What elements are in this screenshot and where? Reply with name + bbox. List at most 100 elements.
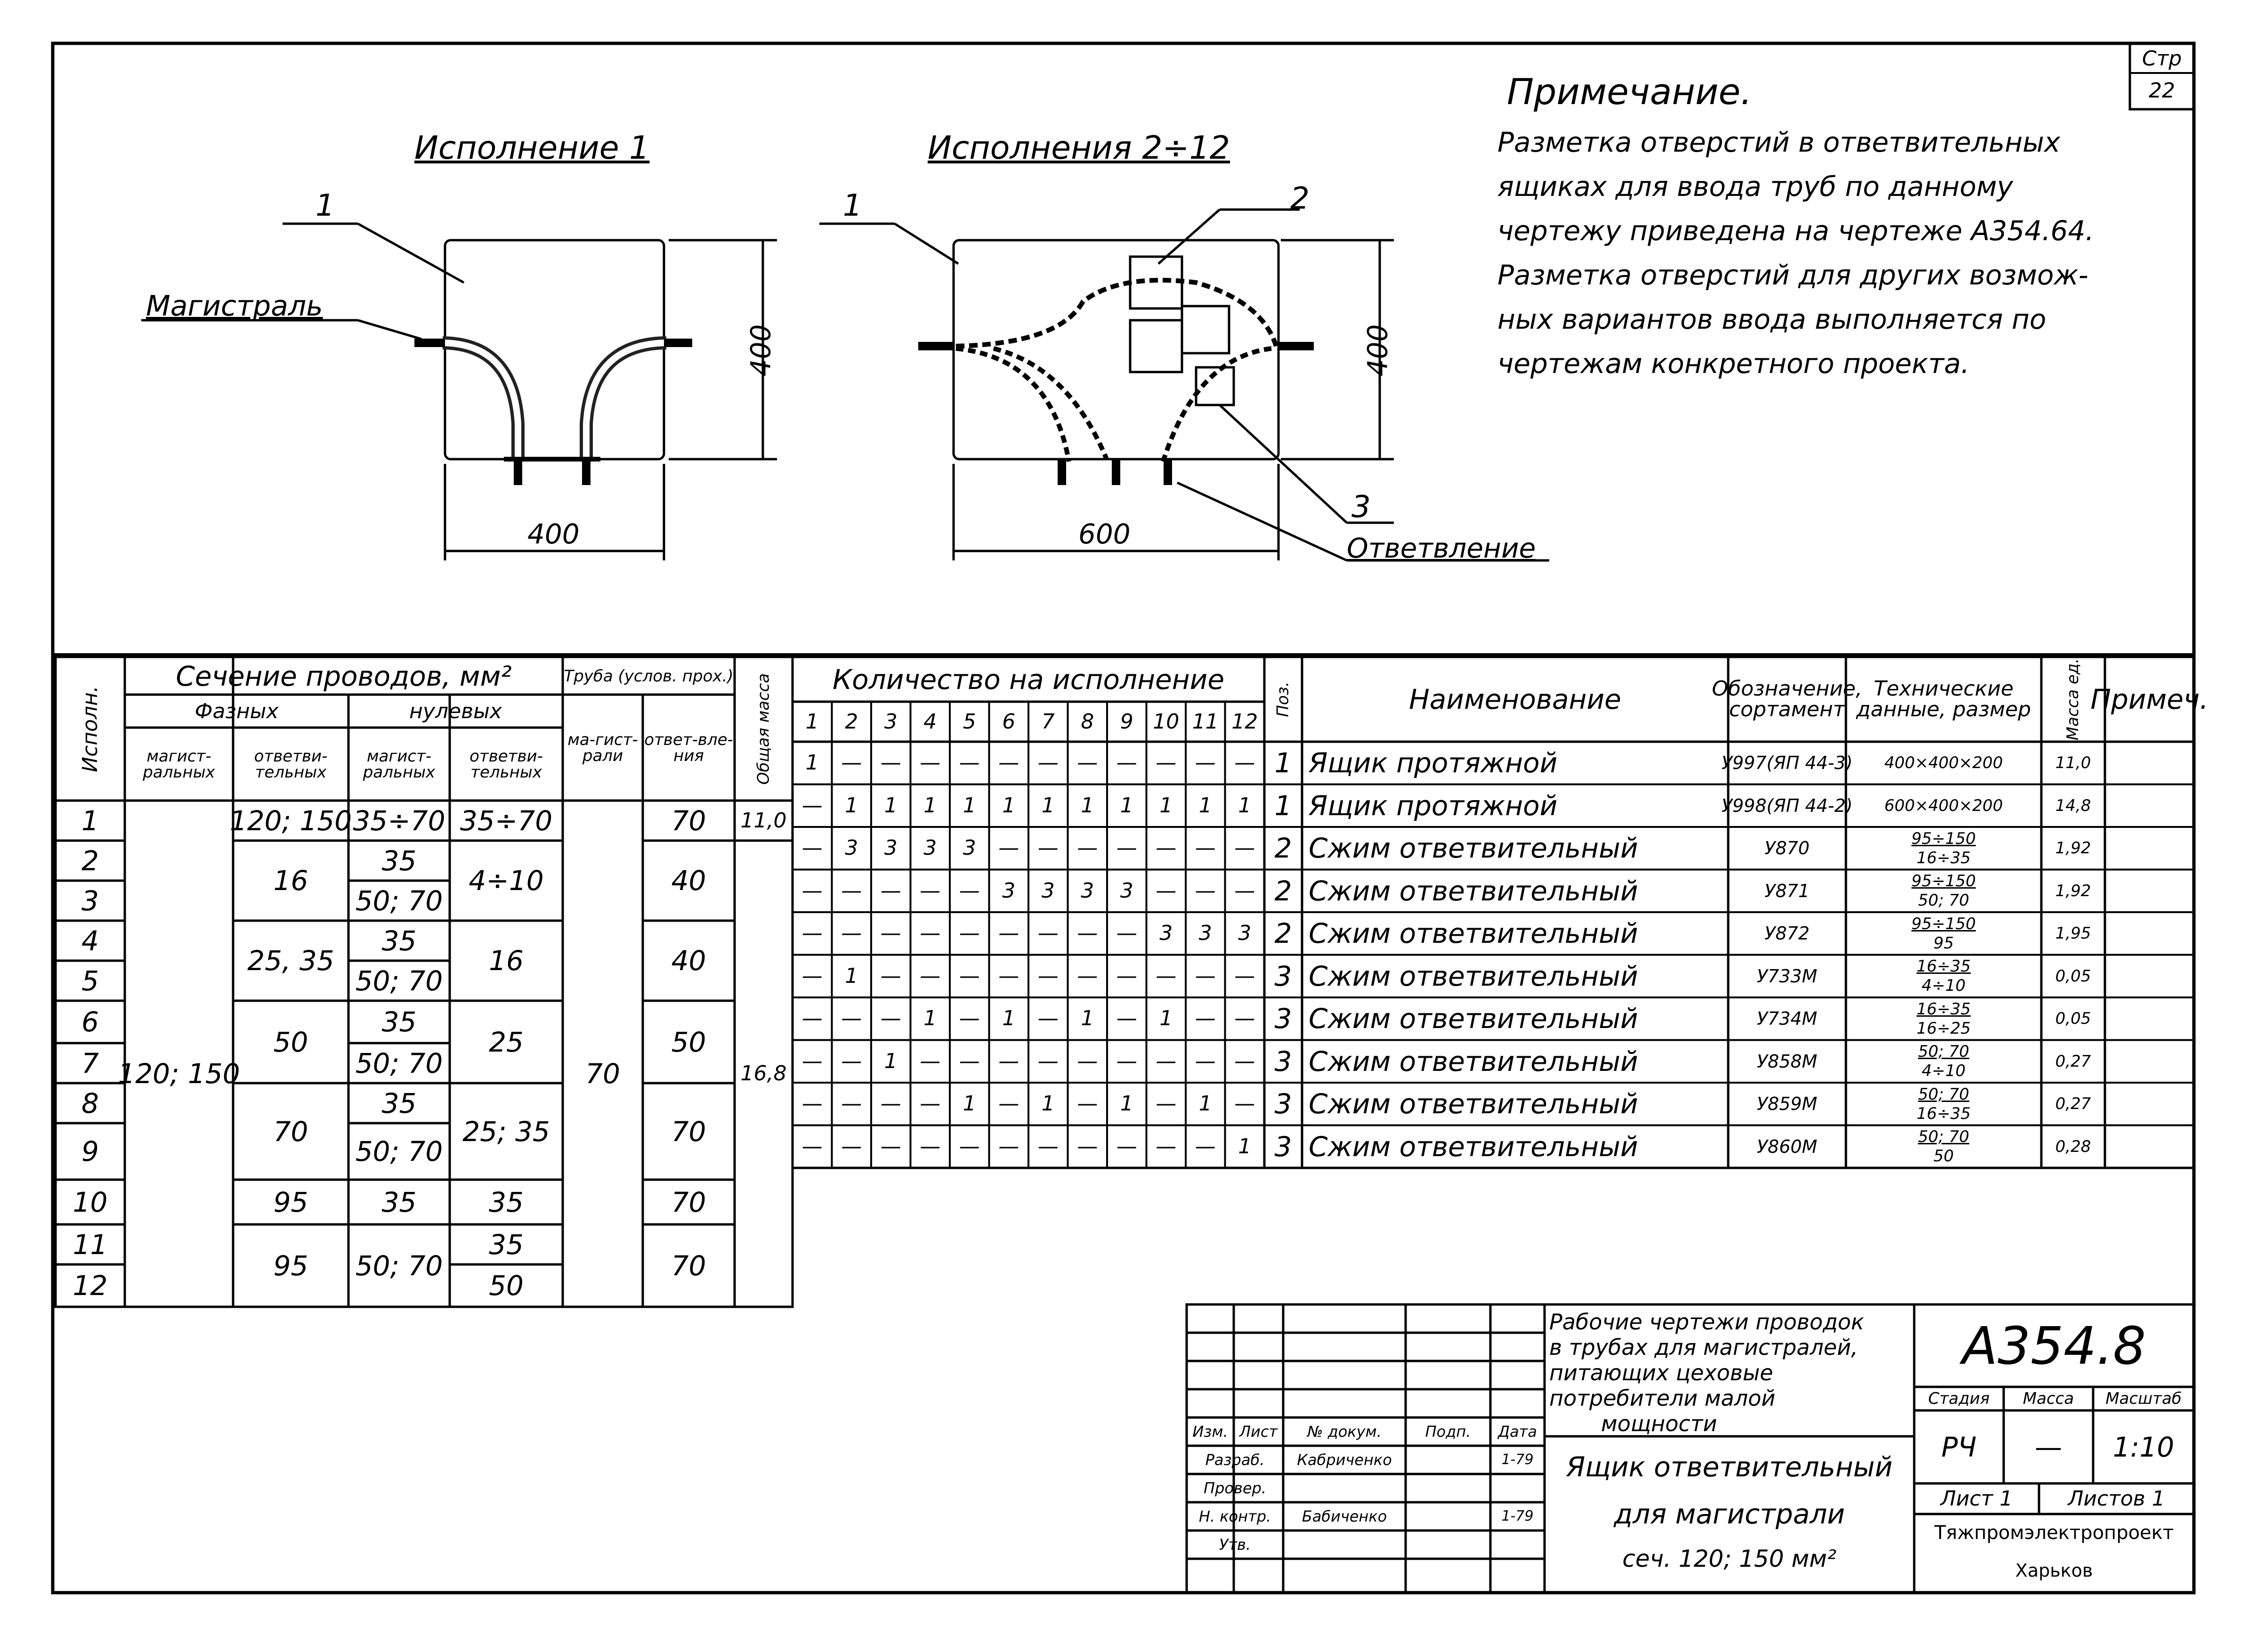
rt-qty-cell: —: [801, 793, 823, 818]
rt-qty-cell: 3: [1081, 878, 1094, 903]
rt-tech-cell: 16÷35: [1916, 1104, 1971, 1123]
rt-qty-cell: 1: [923, 793, 937, 818]
rt-pos-cell: 1: [1274, 747, 1292, 779]
left-table-grid: [54, 656, 794, 1308]
rt-qty-cell: 3: [923, 836, 937, 860]
lt-row-number: 10: [73, 1186, 108, 1218]
lt-row-number: 5: [81, 964, 99, 997]
rt-qty-cell: —: [880, 1006, 901, 1031]
lt-g67-zero-main-b: 50; 70: [355, 1047, 443, 1079]
rt-header-tech: Технические данные, размер: [1856, 677, 2031, 721]
lt-g23-phase-branch: 16: [273, 865, 308, 897]
note-text: Разметка отверстий в ответвительных ящик…: [1497, 120, 2094, 386]
rt-qty-cell: —: [1156, 836, 1177, 860]
lt-header-zero-main: магист-ральных: [363, 747, 436, 782]
tb-sig-header: Подп.: [1425, 1423, 1471, 1441]
rt-column-number: 8: [1081, 709, 1094, 734]
lt-g67-pipe-branch: 50: [671, 1026, 706, 1058]
rt-qty-cell: —: [1037, 751, 1059, 775]
lt-row-number: 9: [81, 1135, 99, 1167]
lt-header-zero: нулевых: [409, 699, 502, 723]
rt-pos-cell: 2: [1274, 832, 1292, 865]
rt-tech-cell: 95÷150: [1911, 829, 1976, 848]
tb-sig-date: 1-79: [1501, 1508, 1534, 1524]
tb-mass: —: [2035, 1431, 2062, 1463]
rt-qty-cell: 1: [1159, 1006, 1173, 1031]
lt-row-number: 4: [81, 924, 99, 957]
rt-name-cell: Сжим ответвительный: [1309, 917, 1638, 950]
tb-sig-name: Кабриченко: [1297, 1451, 1392, 1469]
tb-item-title-1: Ящик ответвительный: [1566, 1451, 1893, 1483]
lt-g23-zero-main-a: 35: [381, 844, 417, 877]
lt-r10-zero-main: 35: [381, 1186, 417, 1218]
rt-qty-cell: —: [1037, 1134, 1059, 1158]
lt-header-pipe-branch: ответ-вле-ния: [644, 730, 733, 765]
lt-g89-pipe-branch: 70: [671, 1115, 706, 1148]
rt-qty-cell: 1: [1041, 1092, 1055, 1116]
rt-qty-cell: —: [1234, 751, 1255, 775]
rt-name-cell: Ящик протяжной: [1309, 789, 1558, 822]
rt-qty-cell: 3: [963, 836, 976, 860]
tb-sig-header: Дата: [1498, 1423, 1537, 1441]
rt-qty-cell: 3: [1041, 878, 1055, 903]
rt-qty-cell: —: [1195, 751, 1216, 775]
lt-r1-mass: 11,0: [740, 808, 787, 833]
tb-scale-label: Масштаб: [2105, 1389, 2182, 1408]
note-line: Разметка отверстий для других возмож-: [1497, 259, 2088, 291]
rt-qty-cell: —: [1037, 1049, 1059, 1073]
rt-tech-cell: 4÷10: [1921, 976, 1966, 996]
rt-tech-cell: 50; 70: [1918, 891, 1969, 910]
rt-qty-cell: —: [1234, 964, 1255, 988]
rt-qty-cell: —: [801, 836, 823, 860]
lt-g89-zero-main-b: 50; 70: [355, 1135, 443, 1167]
rt-qty-cell: —: [998, 1092, 1019, 1116]
rt-qty-cell: —: [920, 964, 941, 988]
rt-code-cell: У734М: [1756, 1008, 1818, 1029]
rt-pos-cell: 1: [1274, 789, 1292, 822]
rt-qty-cell: —: [1156, 751, 1177, 775]
tb-project-line: Рабочие чертежи проводок: [1549, 1309, 1864, 1335]
rt-code-cell: У733М: [1756, 965, 1818, 987]
rt-qty-cell: —: [959, 1049, 980, 1073]
rt-qty-cell: 1: [1081, 1006, 1094, 1031]
tb-sig-header: № докум.: [1307, 1423, 1382, 1441]
rt-mass-cell: 1,95: [2055, 924, 2091, 943]
rt-code-cell: У870: [1764, 838, 1810, 859]
rt-qty-cell: —: [1116, 921, 1137, 946]
rt-qty-cell: —: [1195, 1134, 1216, 1158]
rt-qty-cell: 1: [1002, 793, 1016, 818]
variant1-height-dim: 400: [744, 324, 777, 377]
rt-qty-cell: —: [1234, 1092, 1255, 1116]
tb-scale: 1:10: [2112, 1431, 2175, 1463]
lt-r10-zero-branch: 35: [489, 1186, 524, 1218]
rt-tech-cell: 400×400×200: [1884, 753, 2003, 773]
rt-header-qty: Количество на исполнение: [832, 664, 1225, 696]
lt-g1112-zero-main: 50; 70: [355, 1249, 443, 1282]
tb-city: Харьков: [2015, 1560, 2093, 1581]
tb-sig-name: [1283, 1531, 1406, 1559]
rt-pos-cell: 3: [1274, 1003, 1292, 1035]
rt-mass-cell: 0,28: [2055, 1137, 2091, 1156]
rt-qty-cell: —: [801, 921, 823, 946]
lt-g23-zero-branch: 4÷10: [469, 865, 544, 897]
lt-r1-zero-main: 35÷70: [353, 804, 445, 837]
variant2-callout-3: 3: [1351, 490, 1371, 525]
rt-qty-cell: —: [1234, 836, 1255, 860]
variant1-title: Исполнение 1: [414, 130, 650, 167]
rt-tech-cell: 4÷10: [1921, 1061, 1966, 1081]
lt-header-phase: Фазных: [194, 699, 279, 723]
note-title: Примечание.: [1507, 71, 1752, 113]
lt-header-phase-branch: ответви-тельных: [254, 747, 328, 782]
rt-qty-cell: —: [880, 964, 901, 988]
lt-g89-zero-main-a: 35: [381, 1087, 417, 1119]
rt-qty-cell: —: [880, 751, 901, 775]
rt-tech-cell: 50; 70: [1918, 1085, 1969, 1104]
rt-column-number: 2: [845, 709, 858, 734]
rt-qty-cell: —: [1156, 878, 1177, 903]
rt-qty-cell: —: [1234, 878, 1255, 903]
lt-r10-phase-branch: 95: [273, 1186, 308, 1218]
lt-g1112-zero-branch-a: 35: [489, 1228, 524, 1261]
rt-tech-cell: 50; 70: [1918, 1042, 1969, 1061]
rt-tech-cell: 50; 70: [1918, 1127, 1969, 1147]
